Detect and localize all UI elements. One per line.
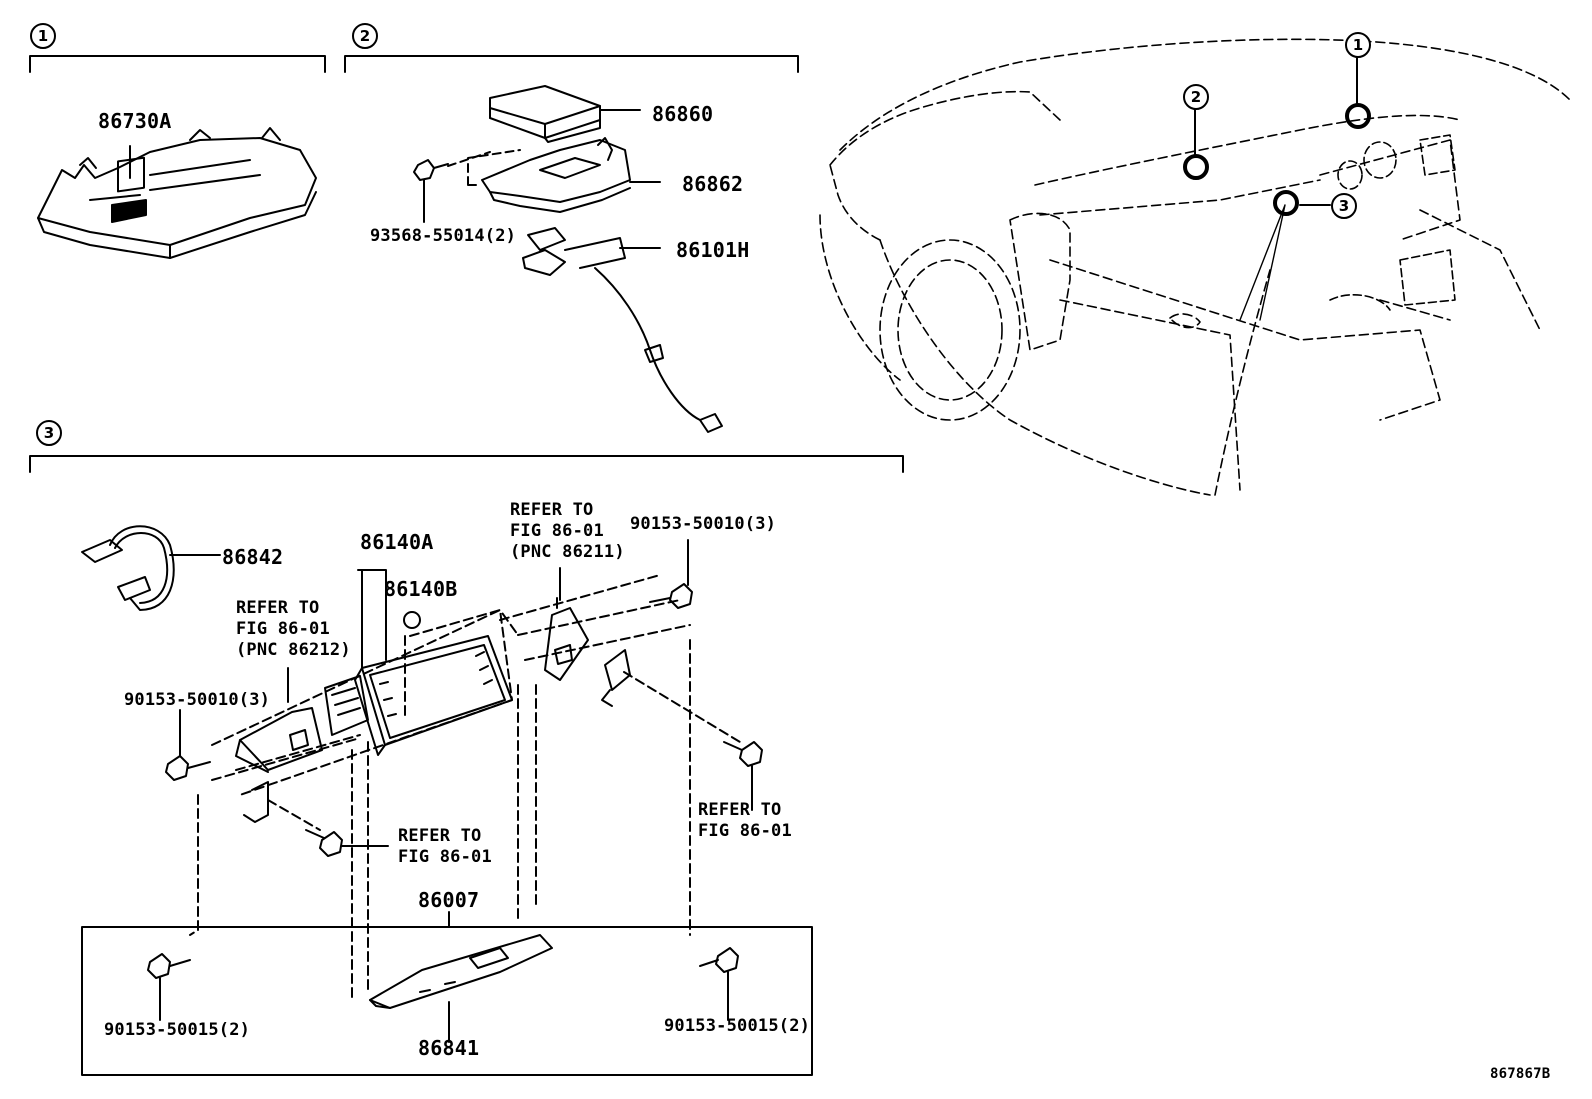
refer-note-line: FIG 86-01 xyxy=(398,847,492,867)
refer-note-line: (PNC 86212) xyxy=(236,640,351,660)
left-bracket xyxy=(235,667,323,823)
refer-note-line: FIG 86-01 xyxy=(698,821,792,841)
right-bracket xyxy=(544,597,631,707)
car-wheel xyxy=(879,239,1021,421)
label-bolt-bottom-left: 90153-50015(2) xyxy=(104,1020,251,1040)
airbag-sensor-86860 xyxy=(489,85,641,143)
refer-note-line: REFER TO xyxy=(698,800,782,820)
refer-note-left: REFER TO FIG 86-01 xyxy=(398,826,492,868)
car-dash-vents xyxy=(1329,134,1456,311)
car-marker-leaders xyxy=(1194,57,1358,321)
label-86860: 86860 xyxy=(652,102,714,126)
section-1-bracket xyxy=(29,55,326,73)
label-bolt-top-right: 90153-50010(3) xyxy=(630,514,777,534)
display-frame-outline xyxy=(189,574,741,1001)
label-86007: 86007 xyxy=(418,888,480,912)
bolt-bottom-left xyxy=(147,953,191,1021)
refer-note-line: FIG 86-01 xyxy=(510,521,604,541)
overhead-lamp-86730A xyxy=(37,127,317,259)
refer-note-line: REFER TO xyxy=(236,598,320,618)
sensor-bracket-86862 xyxy=(447,137,661,213)
label-bolt-left: 90153-50010(3) xyxy=(124,690,271,710)
car-door-panel xyxy=(1009,212,1241,491)
section-3-marker: 3 xyxy=(36,420,62,446)
section-2-marker: 2 xyxy=(352,23,378,49)
label-86730A: 86730A xyxy=(98,109,172,133)
refer-note-right: REFER TO FIG 86-01 xyxy=(698,800,792,842)
label-86862: 86862 xyxy=(682,172,744,196)
bolt-top-right xyxy=(649,539,693,609)
label-86841: 86841 xyxy=(418,1036,480,1060)
car-marker-2: 2 xyxy=(1183,84,1209,110)
car-location-rings xyxy=(1183,103,1371,216)
label-86101H: 86101H xyxy=(676,238,750,262)
bolt-93568 xyxy=(413,159,449,223)
refer-note-line: FIG 86-01 xyxy=(236,619,330,639)
label-93568-55014: 93568-55014(2) xyxy=(370,226,517,246)
refer-note-pnc-86211: REFER TO FIG 86-01 (PNC 86211) xyxy=(510,500,625,563)
bolt-86140B xyxy=(403,611,421,629)
bolt-left xyxy=(165,709,211,781)
refer-note-line: REFER TO xyxy=(510,500,594,520)
bolt-mid-left xyxy=(305,829,389,857)
section-1-marker: 1 xyxy=(30,23,56,49)
cable-86842 xyxy=(81,525,221,611)
figure-id: 867867B xyxy=(1490,1066,1551,1082)
label-86140A: 86140A xyxy=(360,530,434,554)
refer-note-line: REFER TO xyxy=(398,826,482,846)
car-interior-illustration xyxy=(819,38,1571,496)
car-marker-1: 1 xyxy=(1345,32,1371,58)
bolt-mid-right xyxy=(723,741,763,811)
bolt-bottom-right xyxy=(699,947,739,1021)
panel-86841 xyxy=(369,934,553,1043)
refer-note-pnc-86212: REFER TO FIG 86-01 (PNC 86212) xyxy=(236,598,351,661)
section-3-bracket xyxy=(29,455,904,473)
car-marker-3: 3 xyxy=(1331,193,1357,219)
section-2-bracket xyxy=(344,55,799,73)
label-86140B: 86140B xyxy=(384,577,458,601)
refer-note-line: (PNC 86211) xyxy=(510,542,625,562)
wire-harness-86101H xyxy=(522,227,723,433)
label-bolt-bottom-right: 90153-50015(2) xyxy=(664,1016,811,1036)
label-86842: 86842 xyxy=(222,545,284,569)
lower-assembly-box xyxy=(81,911,813,1076)
